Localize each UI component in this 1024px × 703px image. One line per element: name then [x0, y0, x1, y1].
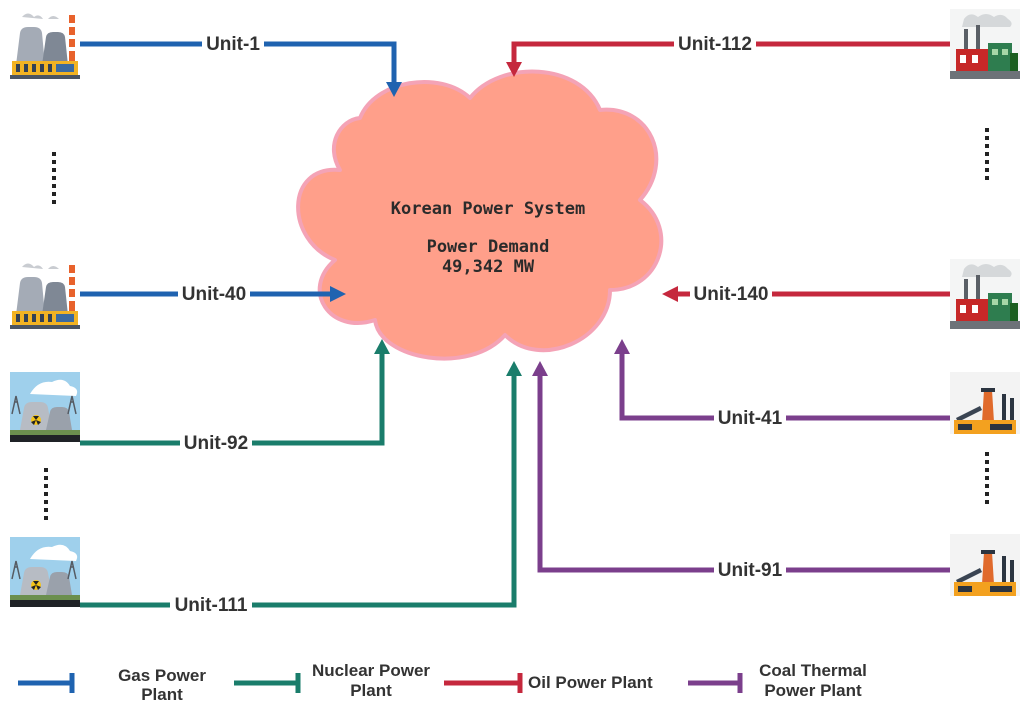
oil-unit-112-connection: Unit-112	[506, 31, 950, 77]
unit-label: Unit-41	[718, 408, 783, 429]
unit-label: Unit-40	[182, 284, 246, 305]
unit-label: Unit-91	[718, 560, 783, 581]
legend-coal-label: Coal Thermal	[759, 661, 867, 680]
demand-label: Power Demand	[427, 237, 550, 257]
oil-power-plant-icon	[950, 9, 1020, 79]
system-title: Korean Power System	[391, 199, 585, 219]
unit-label: Unit-140	[694, 284, 769, 305]
legend-coal-label: Power Plant	[764, 681, 862, 700]
gas-unit-40-connection: Unit-40	[80, 282, 346, 306]
legend: Gas Power Plant Nuclear Power Plant Oil …	[18, 661, 867, 703]
legend-gas-label: Plant	[141, 685, 183, 703]
coal-thermal-power-plant-icon	[950, 372, 1020, 442]
oil-power-plant-icon	[950, 259, 1020, 329]
gas-unit-1-connection: Unit-1	[80, 31, 402, 97]
legend-coal: Coal Thermal Power Plant	[688, 661, 867, 700]
coal-unit-91-connection: Unit-91	[532, 361, 950, 582]
legend-gas-label: Gas Power	[118, 666, 206, 685]
gas-power-plant-icon	[10, 259, 80, 329]
nuclear-unit-92-connection: Unit-92	[80, 339, 390, 455]
nuclear-power-plant-icon	[10, 372, 80, 442]
nuclear-unit-111-connection: Unit-111	[80, 361, 522, 617]
legend-nuclear-label: Nuclear Power	[312, 661, 430, 680]
power-system-cloud: Korean Power System Power Demand 49,342 …	[298, 72, 661, 359]
gas-power-plant-icon	[10, 9, 80, 79]
coal-unit-41-connection: Unit-41	[614, 339, 950, 430]
unit-label: Unit-1	[206, 34, 260, 55]
unit-label: Unit-92	[184, 433, 248, 454]
unit-label: Unit-112	[678, 34, 752, 55]
coal-thermal-power-plant-icon	[950, 534, 1020, 604]
legend-gas: Gas Power Plant	[18, 666, 206, 703]
legend-oil: Oil Power Plant	[444, 673, 653, 693]
nuclear-power-plant-icon	[10, 537, 80, 607]
legend-nuclear-label: Plant	[350, 681, 392, 700]
unit-label: Unit-111	[175, 595, 248, 616]
oil-unit-140-connection: Unit-140	[662, 282, 950, 306]
demand-value: 49,342 MW	[442, 257, 535, 277]
legend-nuclear: Nuclear Power Plant	[234, 661, 430, 700]
legend-oil-label: Oil Power Plant	[528, 673, 653, 692]
